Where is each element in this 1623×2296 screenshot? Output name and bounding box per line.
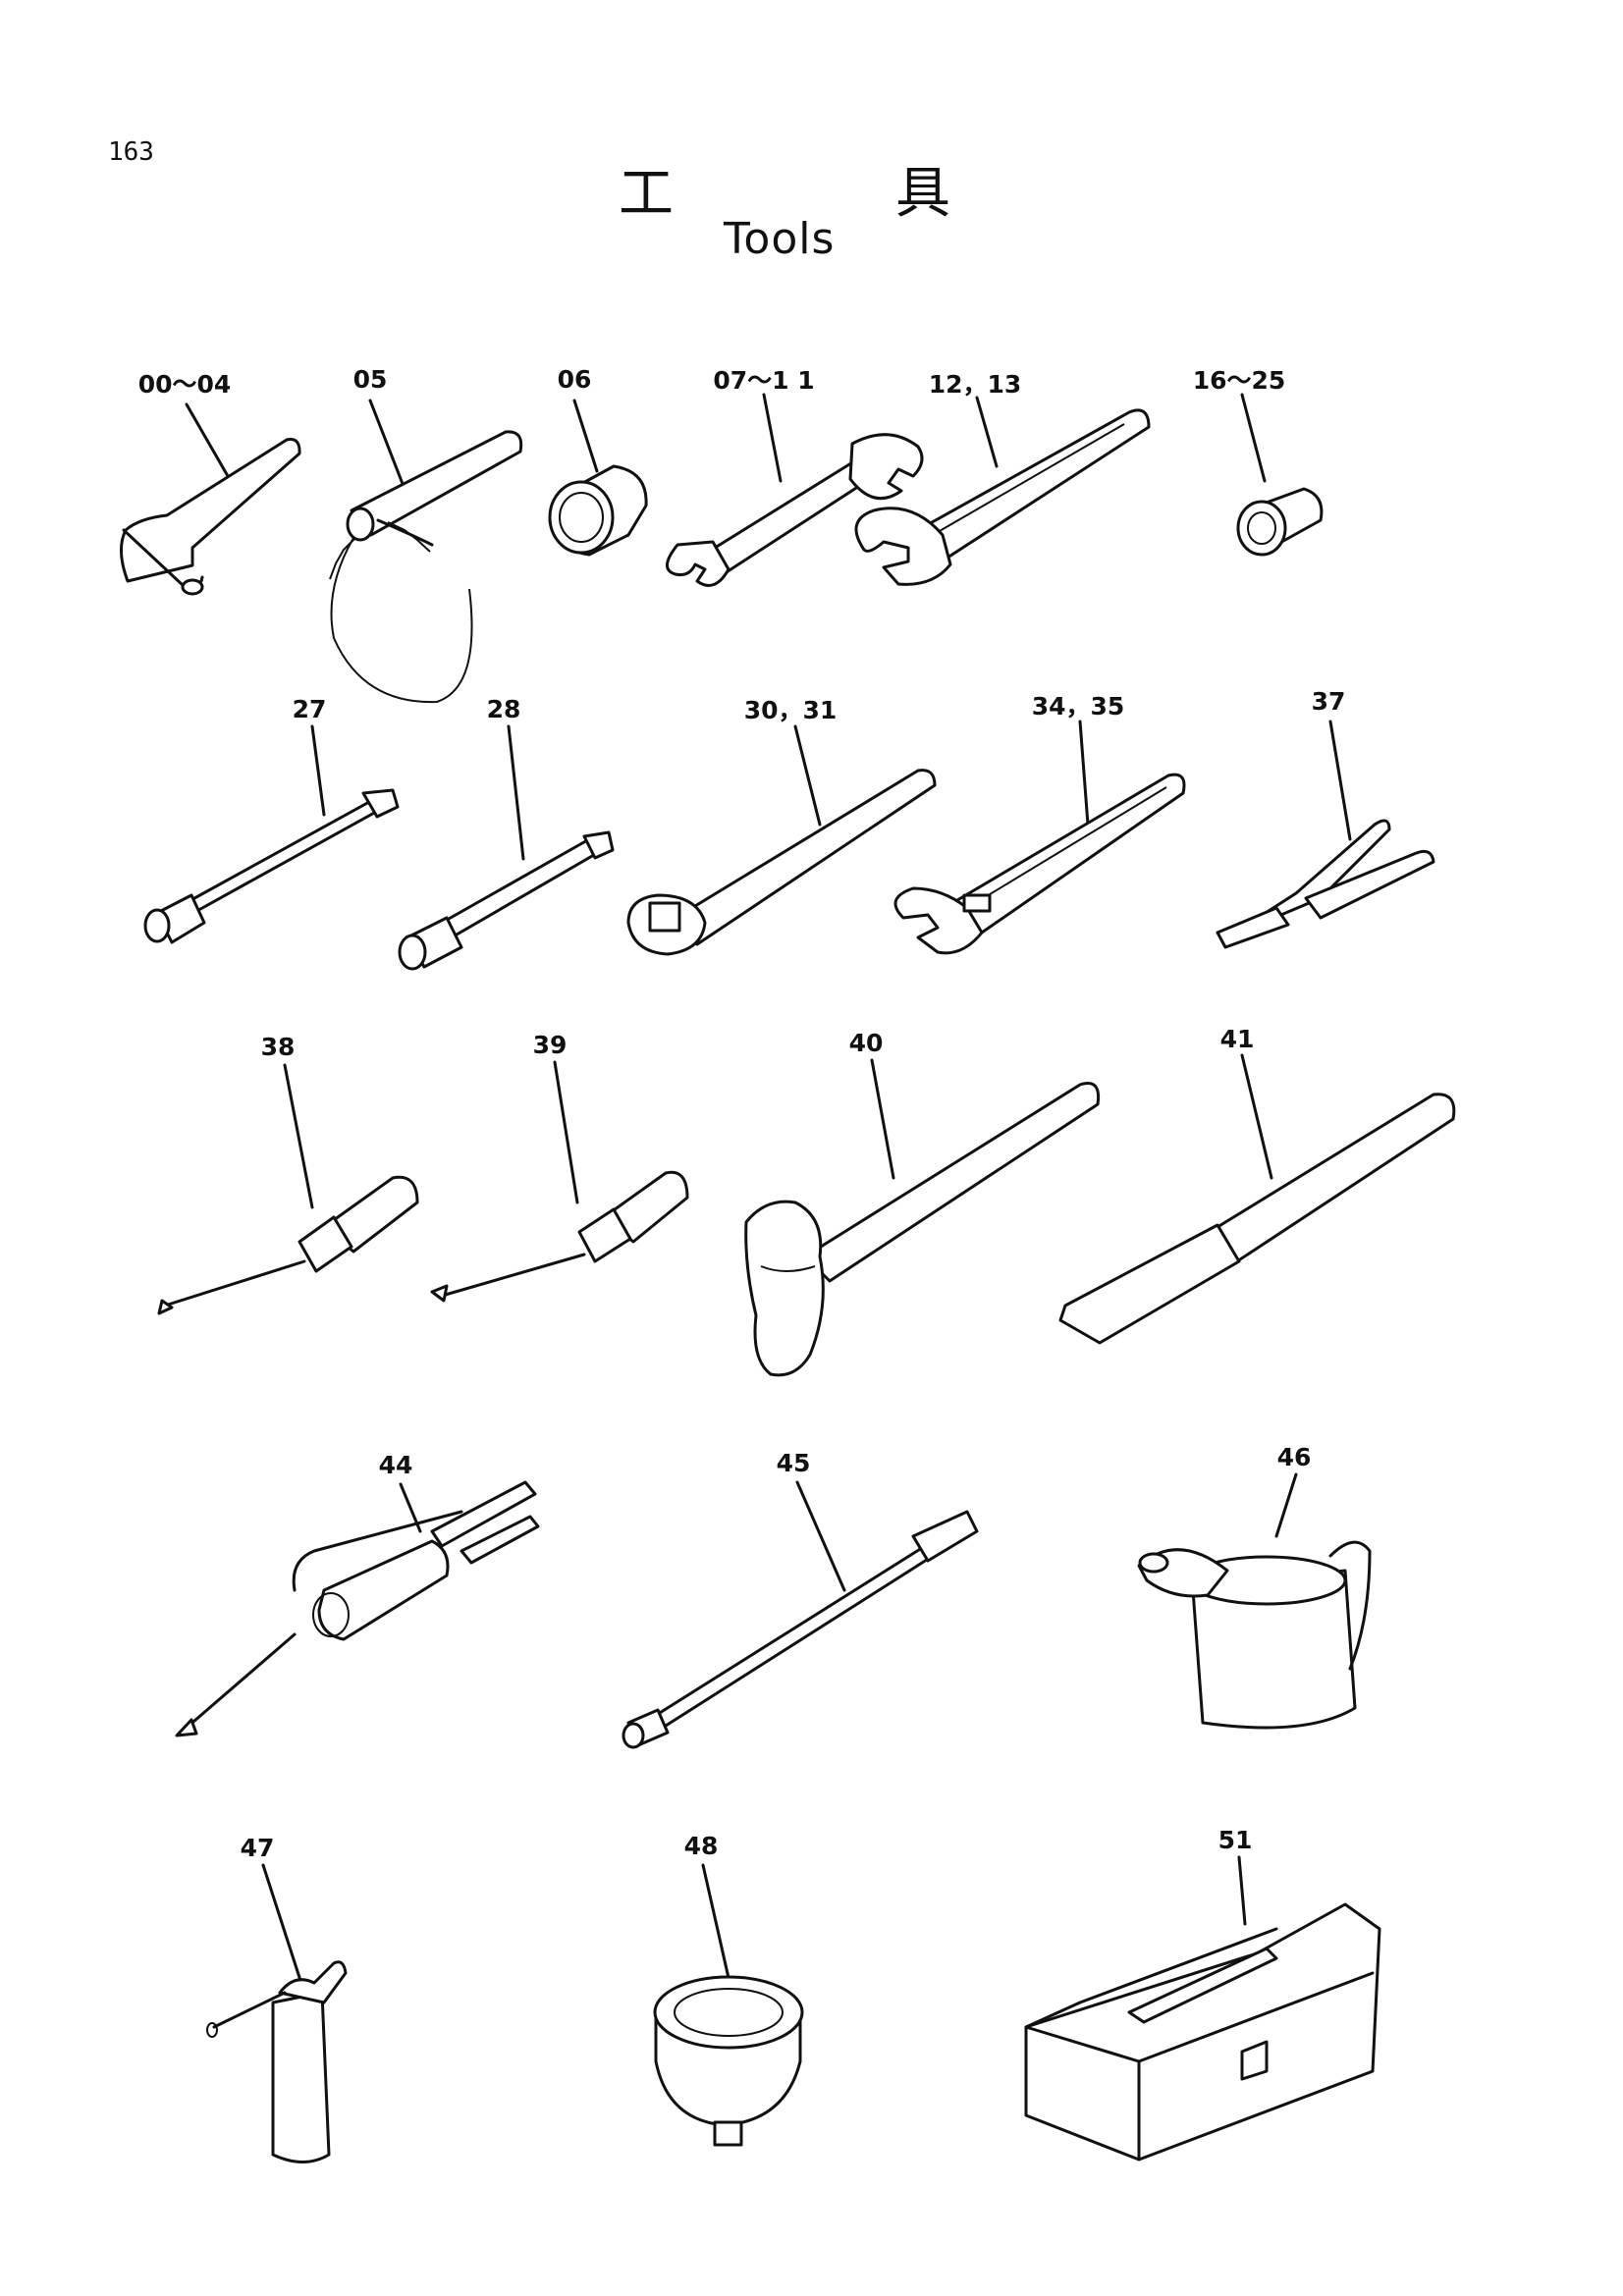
callout-45: 45 [776, 1449, 811, 1477]
spanner-large-drawing [854, 396, 1151, 586]
page-title-en: Tools [724, 214, 836, 264]
callout-40: 40 [848, 1029, 884, 1057]
oiler-drawing [206, 1863, 348, 2163]
callout-30-31: 30，31 [743, 696, 838, 724]
callout-28: 28 [486, 695, 521, 723]
callout-00-04: 00～04 [137, 370, 232, 399]
flexible-hose-drawing [622, 1480, 979, 1749]
funnel-drawing [653, 1863, 804, 2147]
adjustable-wrench-drawing [893, 720, 1186, 955]
callout-05: 05 [352, 365, 388, 394]
callout-12-13: 12，13 [928, 370, 1022, 399]
page-number: 163 [108, 137, 154, 167]
callout-41: 41 [1219, 1025, 1255, 1053]
callout-47: 47 [240, 1834, 275, 1862]
hammer-drawing [744, 1058, 1101, 1377]
screwdriver-phillips-drawing [430, 1060, 689, 1303]
tool-box-drawing [1024, 1855, 1381, 2162]
screwdriver-flat-drawing [157, 1063, 419, 1315]
callout-44: 44 [378, 1451, 413, 1479]
page-title-jp-char-1: 工 [619, 162, 674, 226]
pliers-drawing [1216, 720, 1435, 949]
callout-27: 27 [292, 695, 327, 723]
pry-bar-drawing [1058, 1053, 1456, 1345]
hex-key-drawing [120, 402, 301, 596]
socket-drawing [548, 399, 648, 557]
callout-48: 48 [683, 1832, 719, 1860]
callout-46: 46 [1276, 1443, 1312, 1471]
callout-51: 51 [1217, 1826, 1253, 1854]
tommy-bar-drawing [329, 399, 523, 704]
callout-06: 06 [557, 365, 592, 394]
callout-38: 38 [260, 1033, 296, 1061]
extension-bar-long-drawing [143, 724, 400, 944]
callout-07-11: 07～1 1 [713, 366, 815, 395]
page-title-jp-char-2: 具 [895, 162, 950, 226]
callout-34-35: 34，35 [1031, 692, 1125, 721]
oil-can-drawing [1137, 1472, 1372, 1730]
grease-gun-drawing [175, 1480, 540, 1737]
callout-16-25: 16～25 [1192, 366, 1286, 395]
spanner-double-open-drawing [666, 393, 924, 587]
ratchet-handle-drawing [626, 724, 937, 956]
callout-39: 39 [532, 1031, 568, 1059]
extension-bar-short-drawing [398, 724, 615, 971]
callout-37: 37 [1311, 687, 1346, 716]
socket-small-drawing [1236, 393, 1324, 557]
